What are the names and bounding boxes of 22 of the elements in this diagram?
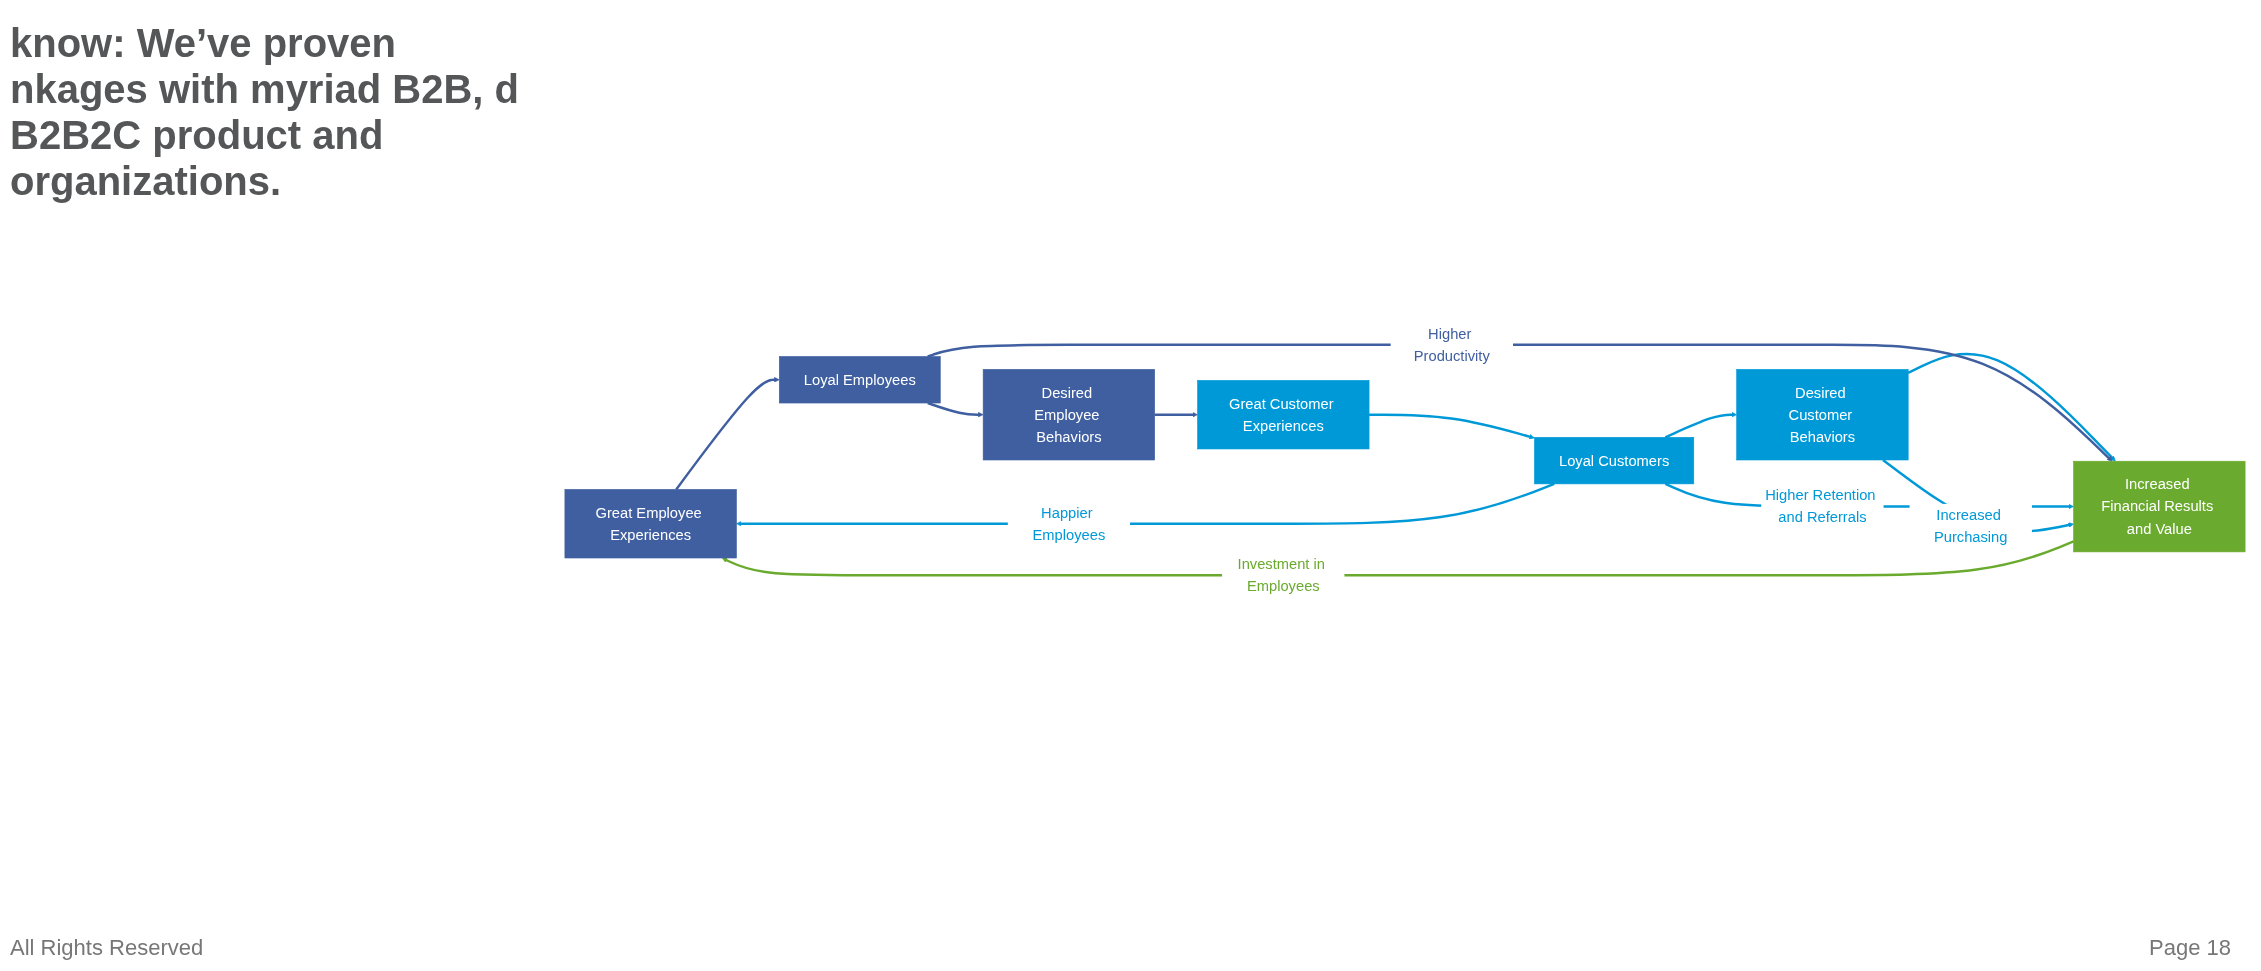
node-box: Increased Financial Results and Value [2073,460,2246,553]
edge-label: Higher Productivity [1413,325,1490,364]
copyright-note: All Rights Reserved [10,935,204,961]
node-box: Great Employee Experiences [564,489,737,559]
arrow [675,377,780,491]
node-box: Loyal Employees [779,356,941,404]
arrow [721,540,2075,577]
edge-label: Investment in Employees [1237,555,1325,595]
edge-label: Increased Purchasing [1933,506,2008,545]
node-box: Loyal Customers [1534,437,1695,485]
node-box: Great Customer Experiences [1197,380,1370,450]
arrow [1664,411,1737,439]
edge-label: Happier Employees [1032,504,1106,543]
slide-title: know: We’ve proven nkages with myriad B2B, d B2B2C product and organizations. [10,20,521,204]
arrow [1154,411,1198,418]
page-number: Page 18 [2149,935,2231,961]
arrow [927,343,2113,462]
edge-label: Higher Retention and Referrals [1765,486,1876,526]
node-box: Desired Customer Behaviors [1736,369,1909,461]
arrow [1907,352,2116,462]
node-box: Desired Employee Behaviors [982,369,1155,461]
arrow [1369,413,1535,440]
